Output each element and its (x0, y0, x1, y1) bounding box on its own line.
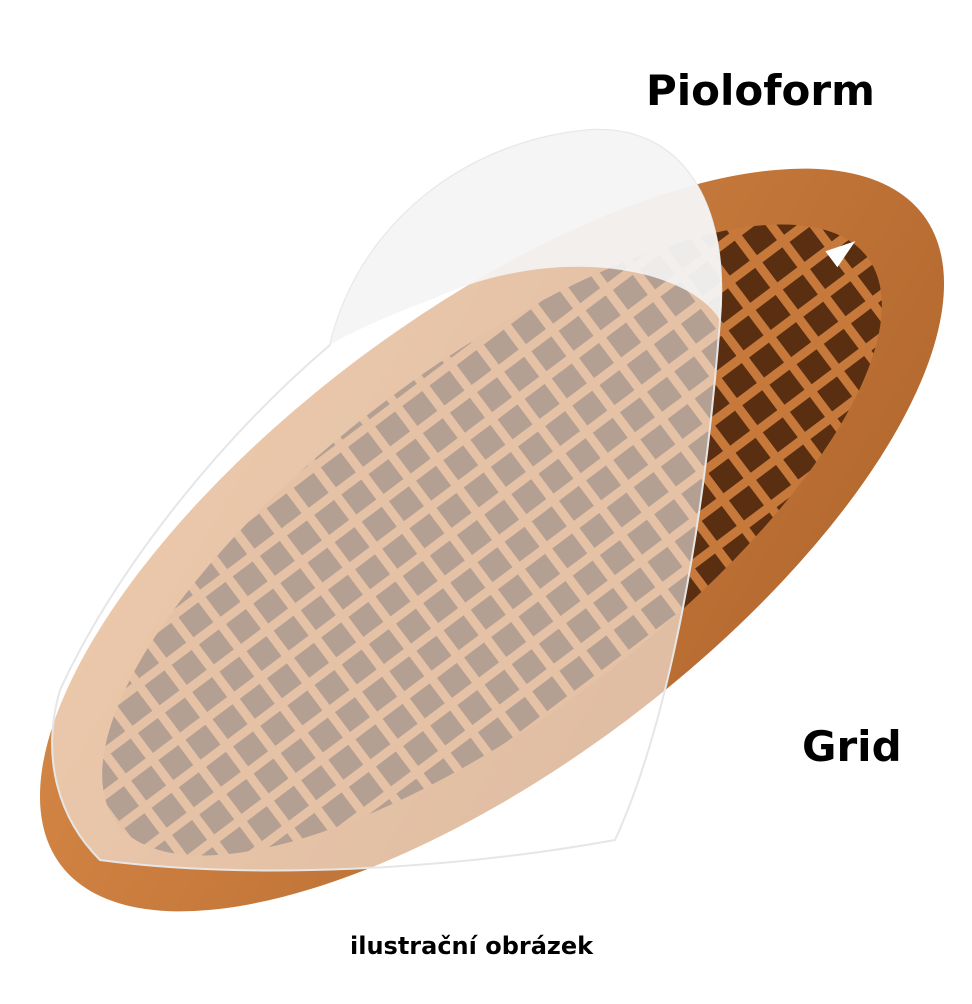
orientation-mark (825, 241, 856, 268)
pioloform-film (51, 128, 723, 872)
caption: ilustrační obrázek (350, 932, 594, 960)
grid-label: Grid (802, 722, 902, 771)
film-label: Pioloform (646, 66, 875, 115)
